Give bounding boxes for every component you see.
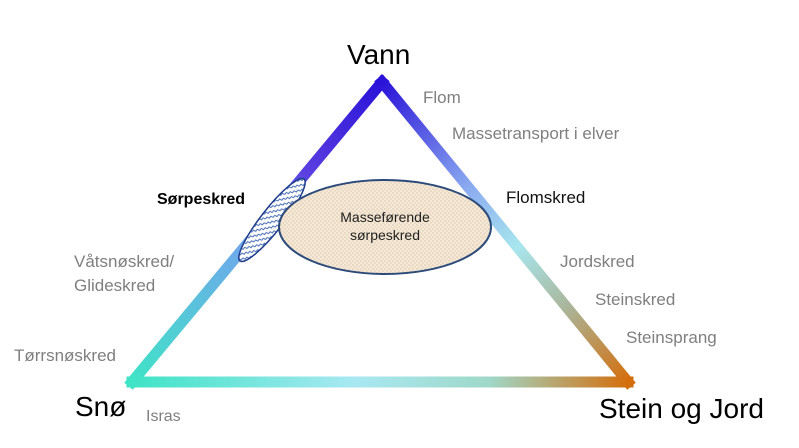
label-glideskred: Glideskred [74, 276, 156, 295]
label-sorpeskred: Sørpeskred [157, 191, 246, 208]
edge-water-earth [374, 74, 636, 390]
label-flomskred: Flomskred [506, 188, 586, 207]
vertex-water: Vann [347, 39, 411, 70]
label-isras: Isras [146, 408, 181, 425]
vertex-stone-earth: Stein og Jord [599, 393, 764, 424]
center-ellipse-line1: Masseførende [340, 209, 430, 225]
label-vatsnoskred: Våtsnøskred/ [74, 252, 175, 271]
label-jordskred: Jordskred [560, 252, 635, 271]
vertex-snow: Snø [75, 391, 127, 422]
center-ellipse-text: Masseførende sørpeskred [310, 209, 460, 244]
label-massetransport: Massetransport i elver [452, 124, 620, 143]
masseforende-ellipse [278, 179, 492, 275]
center-ellipse-line2: sørpeskred [349, 226, 421, 243]
label-steinsprang: Steinsprang [626, 328, 717, 347]
label-flom: Flom [423, 88, 461, 107]
label-steinskred: Steinskred [595, 290, 676, 309]
label-torrsnoskred: Tørrsnøskred [14, 346, 116, 365]
